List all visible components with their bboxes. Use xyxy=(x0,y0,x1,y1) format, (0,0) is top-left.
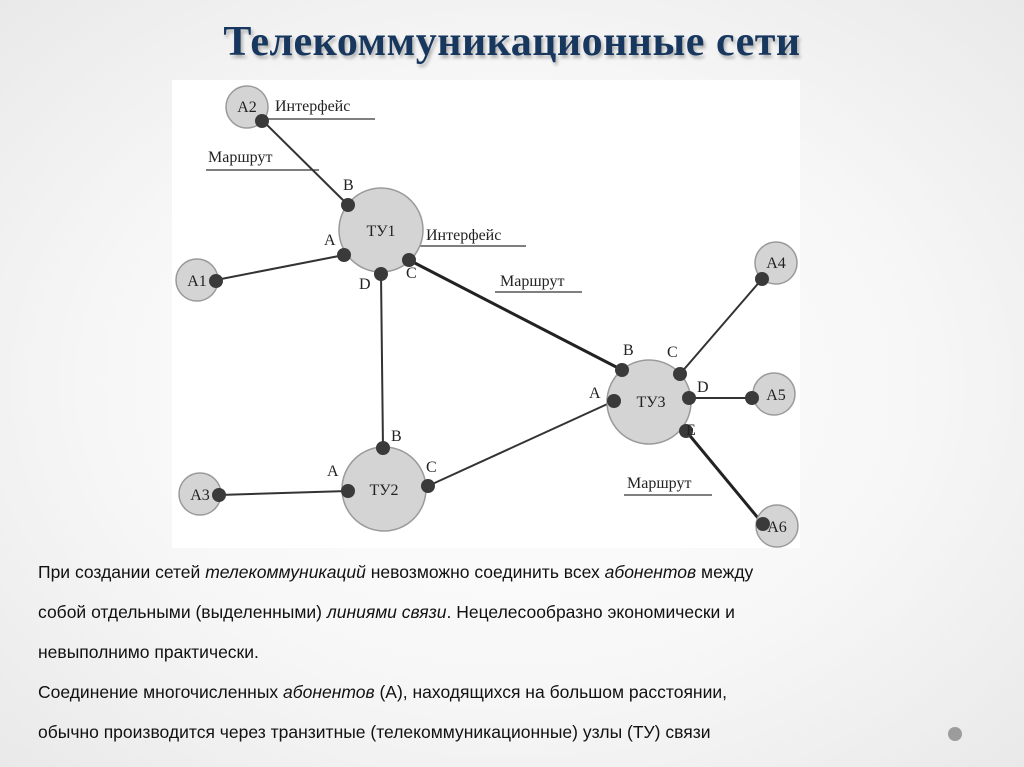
port-tu3-d xyxy=(682,391,696,405)
text-fragment: невозможно соединить всех xyxy=(365,562,605,582)
link-tu1-tu3 xyxy=(408,258,623,372)
label-a1: A1 xyxy=(187,273,207,290)
label-a2: A2 xyxy=(237,99,257,116)
port-tu3-c xyxy=(673,367,687,381)
port-a1 xyxy=(209,274,223,288)
route-label-tu1-tu3: Маршрут xyxy=(500,273,564,290)
link-tu1-tu2 xyxy=(380,273,384,449)
port-label-tu3-a: A xyxy=(589,385,601,402)
link-tu3-a6 xyxy=(684,430,765,525)
port-label-tu1-c: C xyxy=(406,265,417,282)
port-tu3-a xyxy=(607,394,621,408)
text-fragment: между xyxy=(696,562,754,582)
label-a6: A6 xyxy=(767,519,787,536)
label-tu1: ТУ1 xyxy=(366,223,395,240)
port-label-tu3-b: B xyxy=(623,342,634,359)
link-a3-tu2 xyxy=(218,490,349,496)
port-a5 xyxy=(745,391,759,405)
port-tu3-b xyxy=(615,363,629,377)
text-fragment: (А), находящихся на большом расстоянии, xyxy=(374,682,728,702)
paragraph-line-2: собой отдельными (выделенными) линиями с… xyxy=(38,592,998,632)
port-label-tu1-a: A xyxy=(324,232,336,249)
port-a3 xyxy=(212,488,226,502)
label-a5: A5 xyxy=(766,387,786,404)
paragraph-line-1: При создании сетей телекоммуникаций нево… xyxy=(38,552,998,592)
label-tu3: ТУ3 xyxy=(636,394,665,411)
text-fragment: собой отдельными (выделенными) xyxy=(38,602,327,622)
port-tu1-a xyxy=(337,248,351,262)
term-communication-lines: линиями связи xyxy=(326,602,447,622)
port-label-tu1-b: B xyxy=(343,177,354,194)
paragraph-line-3: невыполнимо практически. xyxy=(38,642,259,662)
paragraph-line-4: Соединение многочисленных абонентов (А),… xyxy=(38,672,998,712)
port-tu1-c xyxy=(402,253,416,267)
port-a6 xyxy=(756,517,770,531)
term-subscribers: абонентов xyxy=(604,562,697,582)
port-label-tu2-c: C xyxy=(426,459,437,476)
port-label-tu3-d: D xyxy=(697,379,709,396)
interface-label-tu1: Интерфейс xyxy=(426,227,501,244)
link-tu3-a4 xyxy=(679,278,763,375)
subscriber-a6 xyxy=(755,504,799,548)
port-tu2-b xyxy=(376,441,390,455)
body-text: При создании сетей телекоммуникаций нево… xyxy=(38,552,998,752)
paragraph-line-5: обычно производится через транзитные (те… xyxy=(38,722,711,742)
text-fragment: . Нецелесообразно экономически и xyxy=(446,602,735,622)
text-fragment: Соединение многочисленных xyxy=(38,682,284,702)
port-a2 xyxy=(255,114,269,128)
route-label-a2-tu1: Маршрут xyxy=(208,149,272,166)
link-a2-tu1 xyxy=(261,119,349,206)
slide-title: Телекоммуникационные сети xyxy=(223,19,801,65)
network-diagram: A2 A1 A3 A4 A5 A6 ТУ1 ТУ2 ТУ3 A B C D A … xyxy=(172,80,800,548)
port-label-tu3-c: C xyxy=(667,344,678,361)
term-subscribers: абонентов xyxy=(283,682,375,702)
label-a3: A3 xyxy=(190,487,210,504)
port-tu2-a xyxy=(341,484,355,498)
port-tu1-d xyxy=(374,267,388,281)
port-tu3-e xyxy=(679,424,693,438)
port-label-tu1-d: D xyxy=(359,276,371,293)
port-a4 xyxy=(755,272,769,286)
text-fragment: При создании сетей xyxy=(38,562,206,582)
port-tu1-b xyxy=(341,198,355,212)
port-label-tu2-a: A xyxy=(327,463,339,480)
term-telecommunications: телекоммуникаций xyxy=(205,562,366,582)
link-a1-tu1 xyxy=(215,254,345,281)
interface-label-a2: Интерфейс xyxy=(275,98,350,115)
link-tu2-tu3 xyxy=(427,400,615,487)
port-label-tu3-e: E xyxy=(686,422,696,439)
route-label-tu3-a6: Маршрут xyxy=(627,475,691,492)
slide-indicator-dot xyxy=(948,727,962,741)
port-label-tu2-b: B xyxy=(391,428,402,445)
port-tu2-c xyxy=(421,479,435,493)
label-tu2: ТУ2 xyxy=(369,482,398,499)
label-a4: A4 xyxy=(766,255,786,272)
